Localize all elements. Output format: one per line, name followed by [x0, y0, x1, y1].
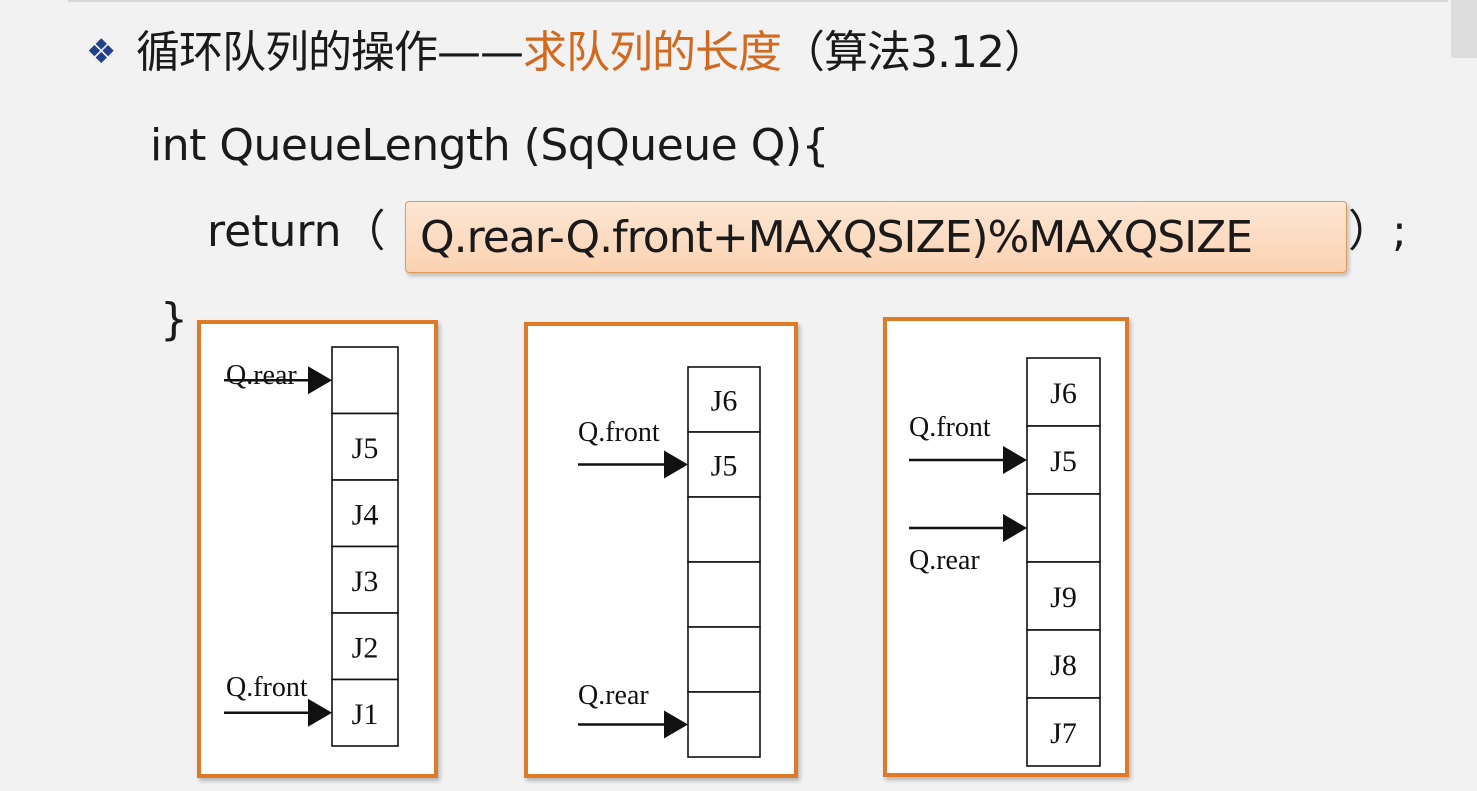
cell-label: J5: [352, 432, 379, 465]
arrowhead-icon: [1003, 514, 1027, 542]
pointer-label: Q.front: [226, 672, 308, 703]
pointer-arrow: [578, 710, 688, 739]
queue-cell: [687, 496, 761, 563]
queue-cell: [1026, 493, 1101, 563]
cell-label: J5: [1050, 445, 1077, 478]
arrowhead-icon: [664, 710, 688, 739]
queue-cell: J3: [331, 545, 399, 614]
pointer-label: Q.rear: [578, 680, 649, 711]
queue-cell: J6: [1026, 357, 1101, 427]
queue-cell: J5: [1026, 425, 1101, 495]
return-expression: Q.rear-Q.front+MAXQSIZE)%MAXQSIZE: [420, 212, 1253, 263]
cell-label: J5: [711, 450, 738, 483]
cell-label: J2: [352, 631, 379, 664]
title-main: 循环队列的操作——: [136, 27, 524, 78]
closing-brace: }: [160, 294, 188, 345]
queue-cell: J2: [331, 612, 399, 681]
function-signature: int QueueLength (SqQueue Q){: [150, 120, 830, 171]
queue-cell: J5: [687, 431, 761, 498]
queue-cell: J9: [1026, 561, 1101, 631]
pointer-arrow: [909, 514, 1027, 542]
cell-label: J4: [352, 498, 379, 531]
cell-label: J6: [1050, 377, 1077, 410]
cell-label: J8: [1050, 649, 1077, 682]
queue-cell: [331, 346, 399, 415]
queue-cell: J5: [331, 412, 399, 481]
arrowhead-icon: [308, 698, 332, 727]
cell-label: J3: [352, 565, 379, 598]
cell-label: J1: [352, 698, 379, 731]
pointer-label: Q.rear: [909, 545, 980, 576]
slide-title: ❖ 循环队列的操作——求队列的长度（算法3.12）: [86, 22, 1048, 83]
title-highlight: 求队列的长度: [523, 27, 782, 78]
pointer-label: Q.front: [578, 417, 660, 448]
top-divider: [68, 0, 1448, 2]
pointer-arrow: [224, 366, 332, 395]
scrollbar-thumb[interactable]: [1451, 0, 1477, 58]
pointer-label: Q.rear: [226, 360, 297, 391]
queue-cell: J1: [331, 678, 399, 747]
queue-cell: [687, 626, 761, 693]
queue-cell: J7: [1026, 697, 1101, 767]
cell-label: J7: [1050, 717, 1077, 750]
return-expression-box: Q.rear-Q.front+MAXQSIZE)%MAXQSIZE: [405, 201, 1347, 273]
pointer-label: Q.front: [909, 412, 991, 443]
arrowhead-icon: [1003, 446, 1027, 474]
pointer-arrow: [909, 446, 1027, 474]
pointer-arrow: [578, 450, 688, 479]
cell-label: J9: [1050, 581, 1077, 614]
queue-cell: J4: [331, 479, 399, 548]
arrowhead-icon: [664, 450, 688, 479]
pointer-arrow: [224, 698, 332, 727]
return-close: ）;: [1348, 206, 1407, 257]
queue-cell: [687, 561, 761, 628]
diamond-bullet-icon: ❖: [86, 32, 116, 72]
return-keyword: return（: [207, 206, 386, 257]
queue-cell: [687, 691, 761, 758]
queue-cell: J6: [687, 366, 761, 433]
arrowhead-icon: [308, 366, 332, 395]
cell-label: J6: [711, 385, 738, 418]
queue-cell: J8: [1026, 629, 1101, 699]
title-suffix: （算法3.12）: [781, 27, 1048, 78]
